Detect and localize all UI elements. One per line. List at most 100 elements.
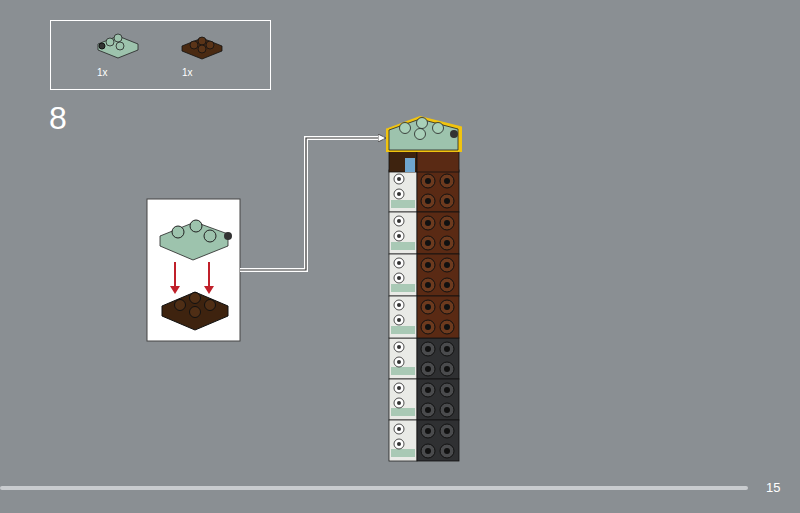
tower-part <box>425 448 431 454</box>
tower-part <box>394 216 404 226</box>
tower-part <box>425 262 431 268</box>
tower-part <box>425 346 431 352</box>
tower-part <box>417 254 459 296</box>
tower-part <box>425 304 431 310</box>
tower-part <box>421 236 435 250</box>
tower-part <box>444 220 450 226</box>
tower-part <box>394 174 404 184</box>
tower-part <box>417 338 459 379</box>
tower-part <box>440 320 454 334</box>
tower-part <box>394 398 404 408</box>
tower-part <box>397 276 401 280</box>
tower-part <box>440 194 454 208</box>
part-quantity: 1x <box>97 67 108 78</box>
tower-part <box>425 428 431 434</box>
tower-part <box>389 254 417 296</box>
tower-part <box>440 362 454 376</box>
tower-part <box>397 318 401 322</box>
tower-part <box>417 118 428 129</box>
tower-part <box>389 420 417 461</box>
leader-line <box>240 138 384 270</box>
tower-part <box>440 174 454 188</box>
leader-line <box>240 138 384 270</box>
tower-part <box>444 387 450 393</box>
tower-part <box>421 444 435 458</box>
step-number: 8 <box>49 100 67 137</box>
tower-part <box>391 284 415 292</box>
tower-part <box>389 170 417 212</box>
tower-part <box>397 442 401 446</box>
tower-part <box>421 194 435 208</box>
tower-part <box>421 342 435 356</box>
tower-part <box>397 386 401 390</box>
tower-part <box>394 273 404 283</box>
part-green-plate <box>98 34 138 58</box>
tower-part <box>421 424 435 438</box>
tower-part <box>417 296 459 338</box>
tower-part <box>444 407 450 413</box>
tower-part <box>433 123 444 134</box>
tower-part <box>440 383 454 397</box>
tower-part <box>391 449 415 457</box>
tower-part <box>444 178 450 184</box>
tower-part <box>397 177 401 181</box>
tower-part <box>397 192 401 196</box>
tower-part <box>394 300 404 310</box>
tower-part <box>450 130 458 138</box>
tower-part <box>397 360 401 364</box>
tower-part <box>421 278 435 292</box>
tower-part <box>391 367 415 375</box>
tower-part <box>405 158 415 172</box>
tower-part <box>440 342 454 356</box>
tower-part <box>391 408 415 416</box>
tower-part <box>391 200 415 208</box>
tower-part <box>444 262 450 268</box>
tower-part <box>394 439 404 449</box>
tower-part <box>421 216 435 230</box>
tower-part <box>391 326 415 334</box>
tower-part <box>397 219 401 223</box>
progress-bar <box>0 486 748 490</box>
tower-part <box>389 150 417 172</box>
tower-part <box>425 178 431 184</box>
tower-part <box>444 366 450 372</box>
tower-part <box>397 427 401 431</box>
page-number: 15 <box>766 480 780 495</box>
tower-part <box>389 212 417 254</box>
inset-box <box>147 199 240 341</box>
tower-part <box>394 383 404 393</box>
tower-part <box>421 403 435 417</box>
tower-part <box>400 123 411 134</box>
tower-part <box>444 448 450 454</box>
tower-part <box>440 300 454 314</box>
tower-part <box>389 338 417 379</box>
tower-part <box>394 342 404 352</box>
tower-part <box>425 240 431 246</box>
tower-part <box>417 420 459 461</box>
tower-part <box>440 216 454 230</box>
tower-part <box>397 345 401 349</box>
tower-part <box>417 212 459 254</box>
tower-part <box>440 236 454 250</box>
tower-part <box>397 234 401 238</box>
tower-part <box>421 258 435 272</box>
tower-part <box>421 362 435 376</box>
tower-part <box>421 320 435 334</box>
tower-part <box>440 258 454 272</box>
tower-part <box>421 383 435 397</box>
part-brown-plate <box>182 37 222 59</box>
tower-part <box>440 424 454 438</box>
tower-part <box>394 258 404 268</box>
tower-part <box>389 296 417 338</box>
tower-part <box>425 198 431 204</box>
inset-parts <box>160 220 232 330</box>
tower-part <box>394 315 404 325</box>
tower-part <box>425 220 431 226</box>
tower-part <box>421 300 435 314</box>
tower-part <box>444 324 450 330</box>
highlight-outline <box>388 118 460 150</box>
tower-part <box>425 366 431 372</box>
tower-part <box>440 444 454 458</box>
tower-part <box>417 170 459 212</box>
